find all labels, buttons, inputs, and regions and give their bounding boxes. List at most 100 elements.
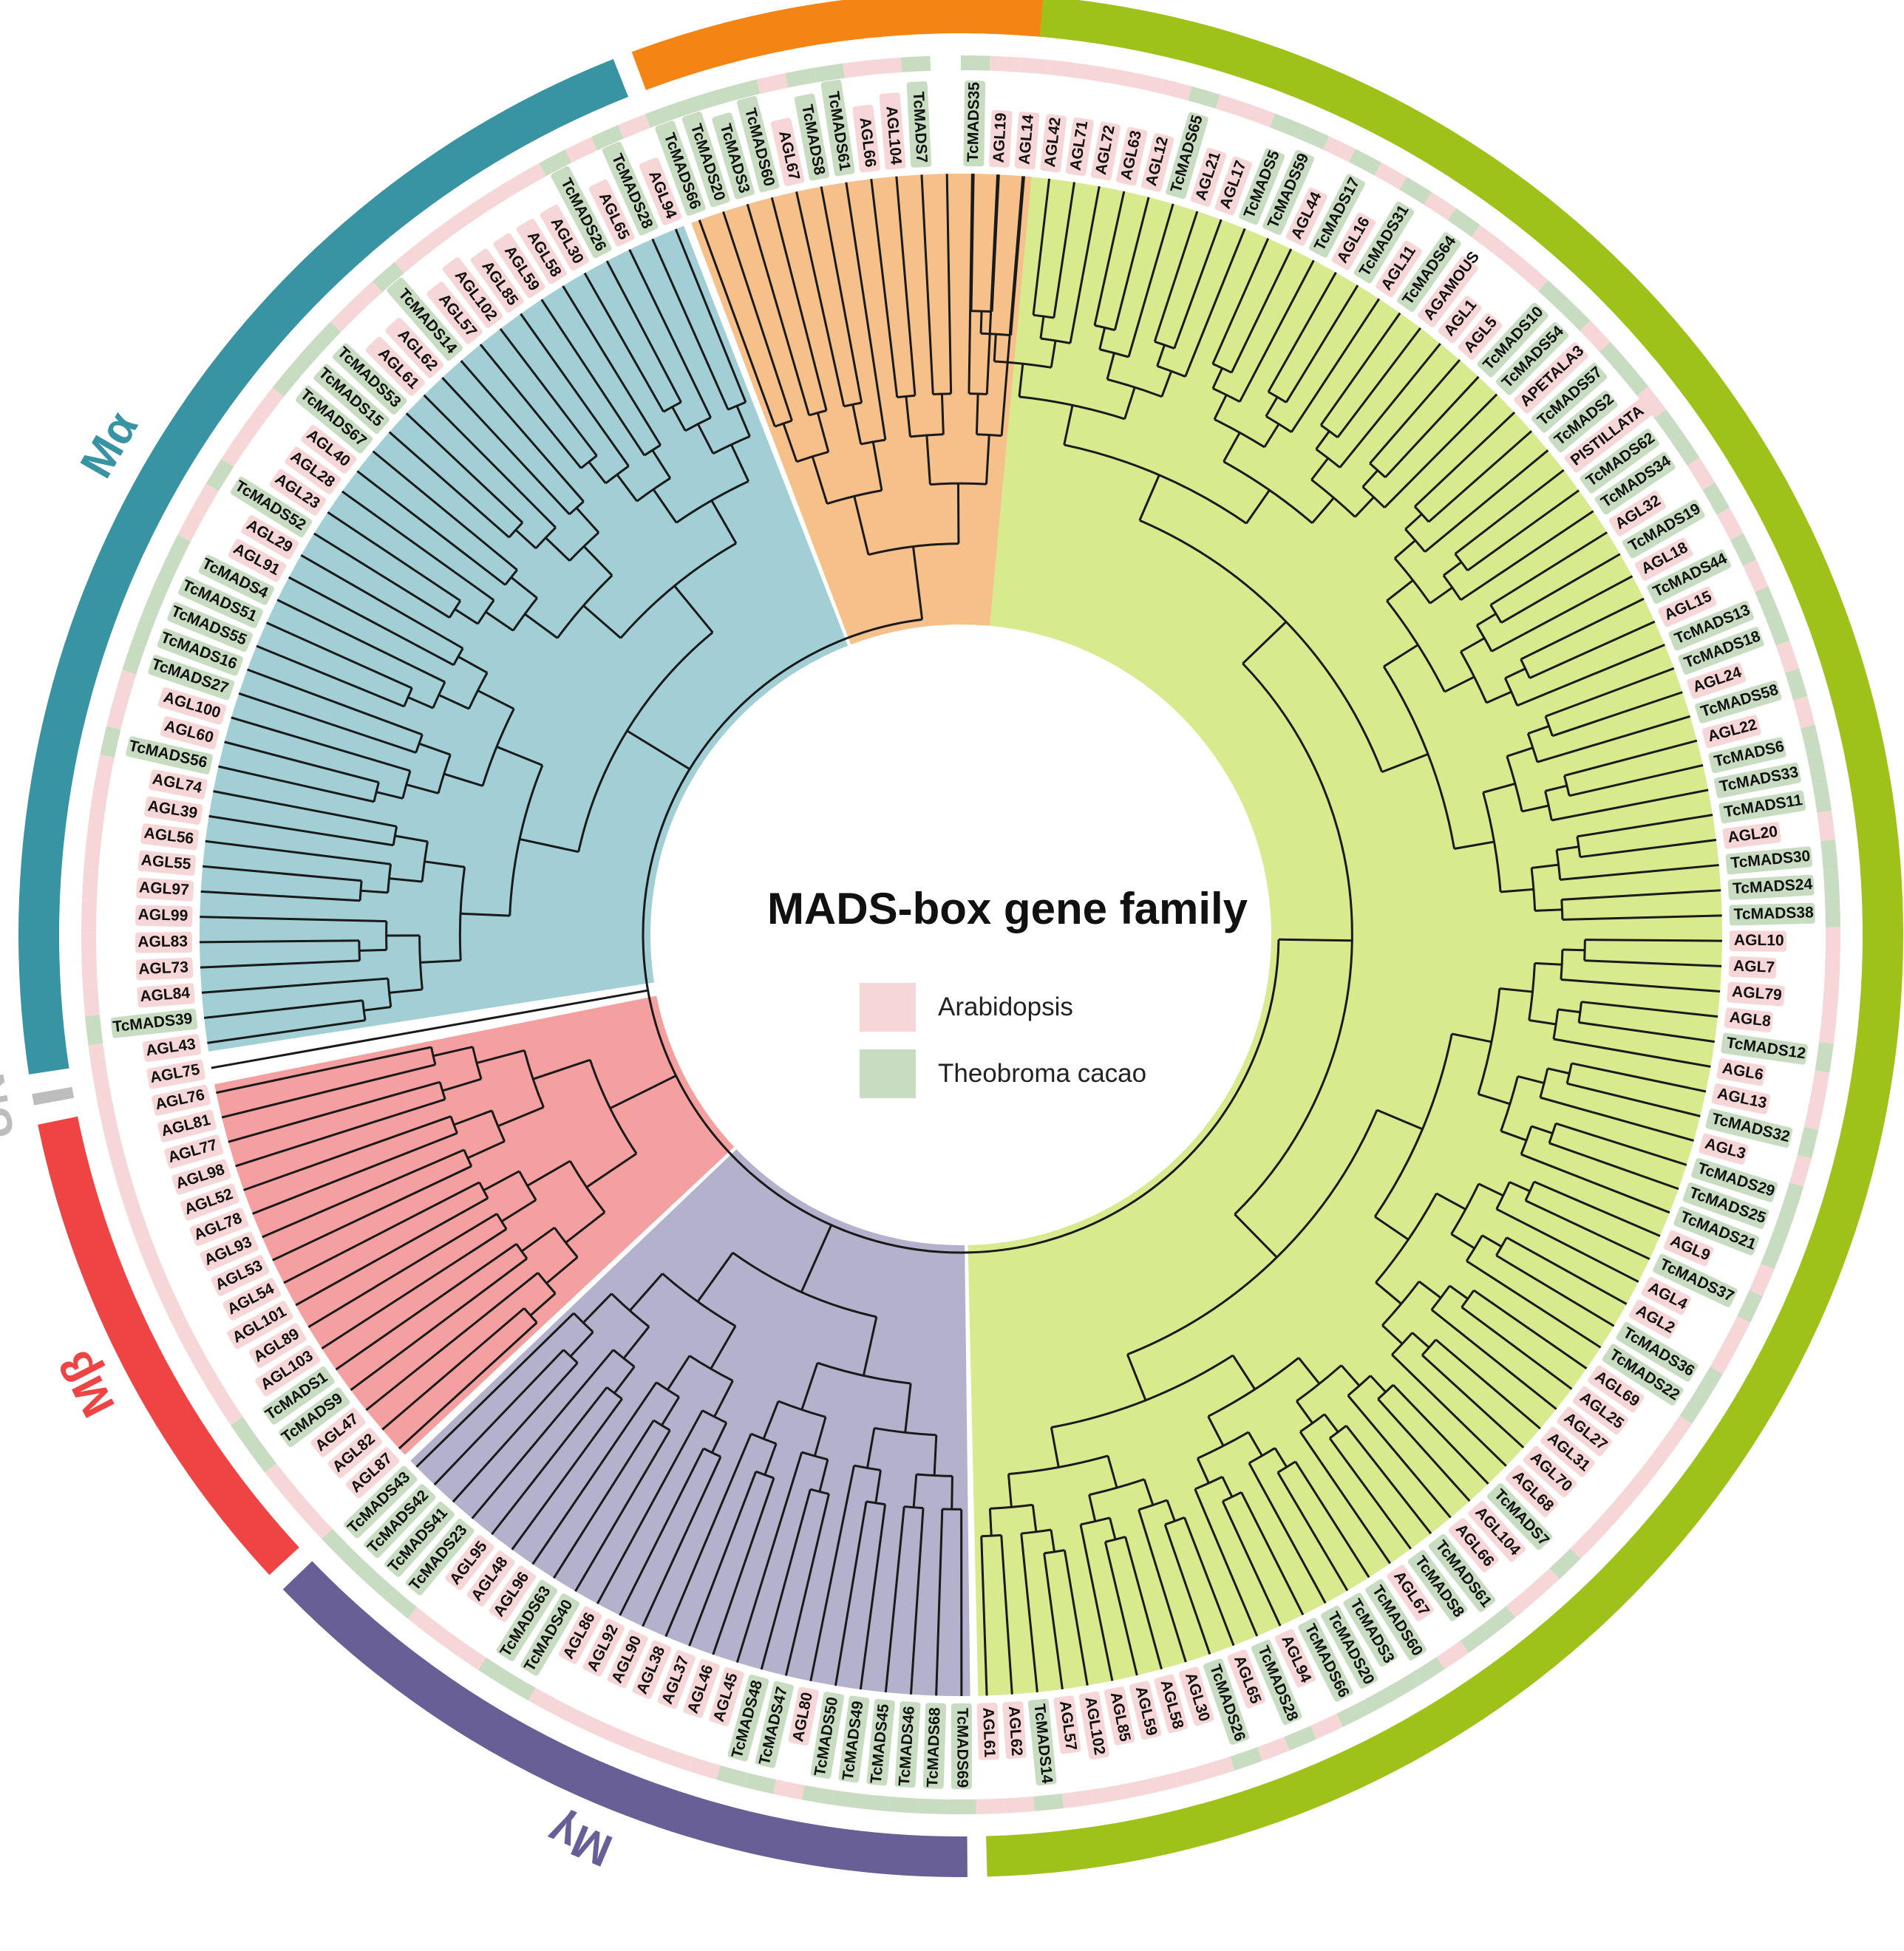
branch-arc	[854, 1464, 881, 1471]
leaf-label-bg	[1514, 341, 1588, 414]
branch	[216, 1046, 432, 1094]
branch	[1451, 1032, 1492, 1043]
strip-cell	[110, 1156, 133, 1188]
branch	[1007, 1474, 1013, 1508]
branch	[1489, 531, 1608, 606]
leaf-label-bg	[148, 655, 235, 701]
strip-cell	[1789, 1154, 1812, 1187]
branch	[874, 1470, 882, 1503]
leaf-label-bg	[255, 1344, 321, 1397]
strip-cell	[1203, 1756, 1235, 1780]
leaf-label-bg	[588, 179, 635, 247]
branch	[545, 537, 571, 562]
branch	[1500, 888, 1534, 893]
strip-cell	[97, 1100, 118, 1132]
branch	[201, 977, 389, 994]
branch	[1354, 496, 1375, 518]
leaf-label-bg	[1387, 1564, 1434, 1621]
leaf-label-bg	[136, 877, 194, 902]
branch	[1265, 396, 1279, 418]
figure-title: MADS-box gene family	[766, 884, 1248, 933]
leaf-label: AGL102	[1078, 1691, 1110, 1760]
branch-arc	[1544, 791, 1553, 821]
branch	[499, 327, 598, 457]
strip-cell	[310, 321, 341, 353]
branch	[1386, 579, 1414, 602]
leaf-label-bg	[607, 1630, 648, 1689]
branch	[818, 1459, 829, 1492]
strip-cell	[1737, 1290, 1763, 1323]
branch	[1153, 211, 1199, 342]
branch-arc	[1248, 1447, 1276, 1465]
strip-cell	[1710, 1341, 1738, 1375]
branch	[698, 219, 776, 427]
leaf-label: AGL14	[1014, 112, 1040, 170]
strip-cell	[814, 63, 845, 83]
strip-cell	[1047, 59, 1078, 78]
branch	[605, 260, 682, 403]
branch	[1444, 675, 1475, 693]
branch	[1032, 178, 1051, 316]
leaf-label: TcMADS30	[1725, 846, 1813, 875]
branch	[1079, 1524, 1114, 1681]
branch	[1248, 1463, 1327, 1604]
branch-arc	[1099, 348, 1129, 358]
leaf-label-bg	[989, 109, 1013, 168]
branch	[200, 916, 387, 923]
branch-arc	[1222, 1491, 1242, 1502]
leaf-label-bg	[1673, 1206, 1760, 1256]
branch	[1098, 327, 1106, 350]
branch-arc	[518, 1171, 537, 1201]
leaf-label-bg	[1505, 1465, 1559, 1517]
leaf-label-bg	[158, 687, 227, 725]
branch	[1568, 763, 1704, 797]
leaf-label: AGL80	[788, 1686, 819, 1746]
branch	[1421, 1354, 1525, 1448]
branch-arc	[523, 1307, 538, 1324]
leaf-label-bg	[1663, 1230, 1714, 1267]
branch	[443, 772, 483, 787]
backbone-branch	[609, 1075, 677, 1110]
leaf-label-bg	[1682, 1182, 1769, 1229]
branch	[784, 1494, 830, 1676]
leaf-label-bg	[365, 336, 425, 396]
branch	[1393, 539, 1416, 559]
strip-cell	[1310, 1713, 1344, 1740]
leaf-label-bg	[1540, 1426, 1595, 1477]
strip-cell	[859, 1794, 890, 1811]
strip-cell	[106, 698, 129, 730]
branch	[925, 435, 931, 485]
leaf-label-bg	[1065, 117, 1094, 177]
branch	[1339, 343, 1441, 469]
strip-cell	[843, 60, 874, 78]
strip-cell	[341, 1549, 374, 1581]
branch	[1577, 814, 1713, 838]
branch	[712, 1477, 775, 1655]
strip-cell	[237, 410, 267, 443]
strip-cell	[1702, 482, 1730, 515]
strip-cell	[127, 1211, 152, 1244]
strip-cell	[100, 726, 121, 758]
leaf-label: AGL73	[135, 957, 194, 981]
branch	[438, 694, 470, 710]
leaf-label: AGL71	[1065, 117, 1094, 177]
strip-cell	[1824, 898, 1840, 927]
branch	[1424, 449, 1549, 553]
branch	[762, 1400, 780, 1440]
branch	[1534, 961, 1563, 966]
branch	[424, 860, 465, 868]
leaf-label-bg	[1376, 240, 1422, 298]
branch-arc	[452, 647, 464, 666]
leaf-label-bg	[327, 1427, 383, 1478]
leaf-label-bg	[1129, 1681, 1162, 1740]
strip-cell	[200, 1368, 228, 1401]
strip-cell	[1618, 364, 1649, 396]
branch	[968, 174, 973, 394]
leaf-label-text: AGL61	[979, 1707, 998, 1758]
branch	[1211, 238, 1270, 365]
branch	[1460, 637, 1486, 653]
branch	[616, 474, 638, 503]
branch	[1531, 1125, 1554, 1134]
branch	[1551, 691, 1683, 738]
branch	[980, 1536, 988, 1696]
